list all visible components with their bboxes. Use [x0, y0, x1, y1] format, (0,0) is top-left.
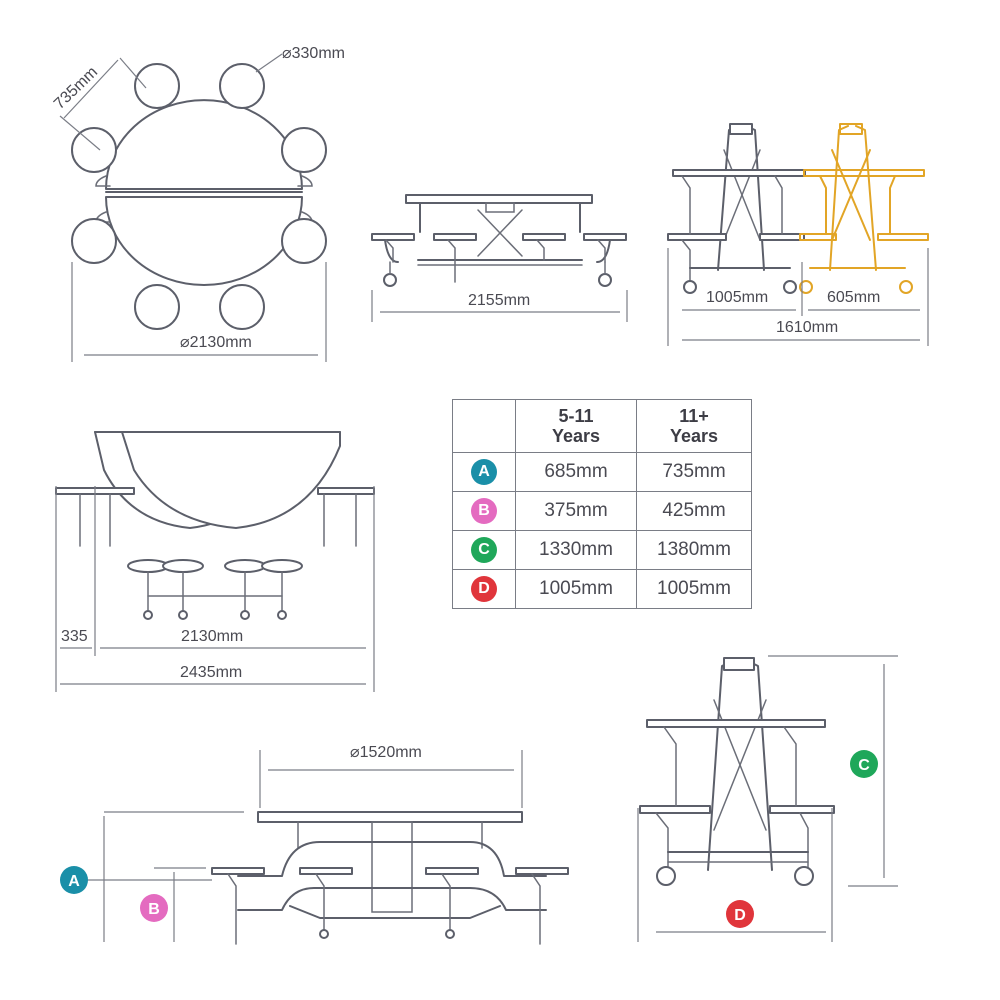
profile-view: ⌀1520mm	[86, 744, 569, 945]
half-total-label: 2435mm	[180, 664, 242, 681]
value-5-11: 1005mm	[515, 569, 637, 609]
value-11-plus: 1005mm	[636, 569, 752, 609]
stool-seat	[281, 127, 327, 173]
folded-view: 1005mm 605mm 1610mm	[667, 123, 929, 346]
plan-table-top	[105, 99, 303, 286]
stool-seat	[281, 218, 327, 264]
half-folded-view: 335 2130mm 2435mm	[55, 431, 375, 692]
folded-table-grey	[667, 123, 806, 294]
header-empty	[452, 399, 516, 453]
value-11-plus: 425mm	[636, 491, 752, 531]
caster-wheel	[383, 273, 397, 287]
stool-seat	[71, 127, 117, 173]
svg-text:B: B	[148, 901, 160, 918]
header-11-plus-years: 11+Years	[636, 399, 752, 453]
badge-b-profile: B	[140, 894, 168, 922]
folded-table-gold	[799, 123, 929, 294]
side-width-label: 2155mm	[468, 292, 530, 309]
header-5-11-line: 5-11	[558, 406, 594, 426]
caster-wheel	[794, 866, 814, 886]
stool-seat	[71, 218, 117, 264]
svg-text:D: D	[734, 907, 746, 924]
badge-a: A	[471, 459, 497, 485]
value-11-plus: 1380mm	[636, 530, 752, 570]
half-diameter-label: 2130mm	[181, 628, 243, 645]
badge-c-folded: C	[850, 750, 878, 778]
value-5-11: 375mm	[515, 491, 637, 531]
stool-seat	[219, 63, 265, 109]
header-years-line: Years	[669, 426, 719, 446]
half-stools	[127, 559, 303, 620]
folded-total-label: 1610mm	[776, 319, 838, 336]
stool-seat	[134, 284, 180, 330]
svg-text:C: C	[858, 757, 870, 774]
header-years-line: Years	[551, 426, 601, 446]
side-table-top	[405, 194, 593, 204]
badge-cell: B	[452, 491, 516, 531]
seat-diameter-label: ⌀330mm	[282, 45, 345, 62]
value-5-11: 685mm	[515, 452, 637, 492]
header-11-plus-line: 11+	[679, 406, 709, 426]
badge-cell: A	[452, 452, 516, 492]
plan-view: 735mm ⌀330mm ⌀2130mm	[51, 45, 345, 362]
profile-stools	[211, 867, 569, 945]
folded-profile-view	[637, 655, 898, 942]
profile-table-top	[257, 811, 523, 823]
svg-text:A: A	[68, 873, 80, 890]
stool-seat	[219, 284, 265, 330]
badge-d: D	[471, 576, 497, 602]
folded-extra-label: 605mm	[827, 289, 880, 306]
offset-label: 335	[61, 628, 88, 645]
badge-cell: D	[452, 569, 516, 609]
plan-stools	[71, 63, 327, 330]
side-stools	[371, 233, 627, 283]
badge-b: B	[471, 498, 497, 524]
value-5-11: 1330mm	[515, 530, 637, 570]
badge-a-profile: A	[60, 866, 88, 894]
caster-wheel	[656, 866, 676, 886]
top-diameter-label: ⌀1520mm	[350, 744, 422, 761]
side-view: 2155mm	[371, 194, 628, 322]
badge-cell: C	[452, 530, 516, 570]
folded-width-label: 1005mm	[706, 289, 768, 306]
stool-seat	[134, 63, 180, 109]
badge-c: C	[471, 537, 497, 563]
value-11-plus: 735mm	[636, 452, 752, 492]
badge-d-folded: D	[726, 900, 754, 928]
caster-wheel	[598, 273, 612, 287]
table-diameter-label: ⌀2130mm	[180, 334, 252, 351]
